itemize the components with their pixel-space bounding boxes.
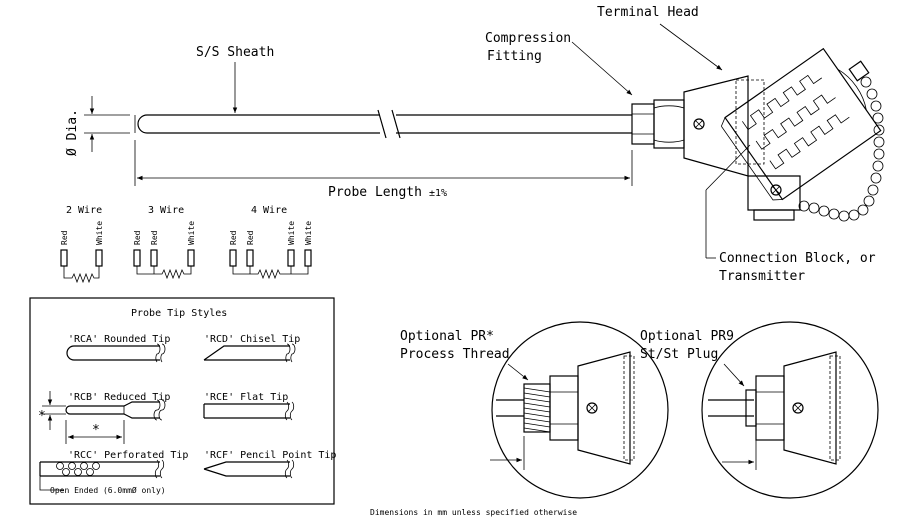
tip-rce-label: 'RCE' Flat Tip	[204, 392, 288, 403]
tip-rcb-label: 'RCB' Reduced Tip	[68, 392, 170, 403]
probe-length-label: Probe Length	[328, 185, 422, 200]
terminal-head-label: Terminal Head	[597, 5, 699, 20]
wiring-4-lead-3: White	[287, 221, 296, 245]
wiring-4-lead-4: White	[304, 221, 313, 245]
diameter-label: Ø Dia.	[65, 109, 80, 156]
optional-pr9-detail: Optional PR9 St/St Plug	[640, 321, 879, 499]
tip-styles-title: Probe Tip Styles	[131, 308, 227, 319]
tip-rca-label: 'RCA' Rounded Tip	[68, 334, 170, 345]
wiring-2-lead-2: White	[95, 221, 104, 245]
transmitter-label: Transmitter	[719, 269, 805, 284]
tip-rcf-label: 'RCF' Pencil Point Tip	[204, 450, 336, 461]
pr9-label-2: St/St Plug	[640, 347, 718, 362]
wiring-2-title: 2 Wire	[66, 205, 102, 216]
wiring-4-title: 4 Wire	[251, 205, 287, 216]
wiring-2-wire: 2 Wire Red White	[60, 205, 104, 284]
fitting-label: Fitting	[487, 49, 542, 64]
footer-note: Dimensions in mm unless specified otherw…	[370, 508, 577, 517]
wiring-3-lead-1: Red	[133, 230, 142, 245]
open-ended-note: Open Ended (6.0mmØ only)	[50, 485, 166, 495]
wiring-3-lead-2: Red	[150, 230, 159, 245]
tip-rcd-label: 'RCD' Chisel Tip	[204, 334, 300, 345]
wiring-3-wire: 3 Wire Red Red White	[133, 205, 196, 280]
optional-pr-detail: Optional PR* Process Thread	[400, 321, 669, 499]
connection-block-label: Connection Block, or	[719, 251, 876, 266]
wiring-4-lead-2: Red	[246, 230, 255, 245]
bead-chain	[798, 76, 885, 222]
pr-label-2: Process Thread	[400, 347, 510, 362]
sheath-label: S/S Sheath	[196, 45, 274, 60]
pr9-label-1: Optional PR9	[640, 329, 734, 344]
pr-label-1: Optional PR*	[400, 329, 494, 344]
wiring-2-lead-1: Red	[60, 230, 69, 245]
wiring-4-wire: 4 Wire Red Red White White	[229, 205, 313, 280]
probe-sheath	[134, 109, 632, 139]
probe-tip-styles-box: Probe Tip Styles 'RCA' Rounded Tip 'RCD'…	[29, 297, 336, 505]
rcb-length-star: *	[92, 423, 100, 438]
rcb-diameter-star: *	[38, 409, 46, 424]
wiring-3-lead-3: White	[187, 221, 196, 245]
wiring-3-title: 3 Wire	[148, 205, 184, 216]
tip-rcc-label: 'RCC' Perforated Tip	[68, 450, 188, 461]
terminal-head	[683, 47, 885, 222]
compression-label: Compression	[485, 31, 571, 46]
compression-fitting	[631, 99, 685, 149]
tolerance-label: ±1%	[429, 188, 447, 199]
wiring-4-lead-1: Red	[229, 230, 238, 245]
